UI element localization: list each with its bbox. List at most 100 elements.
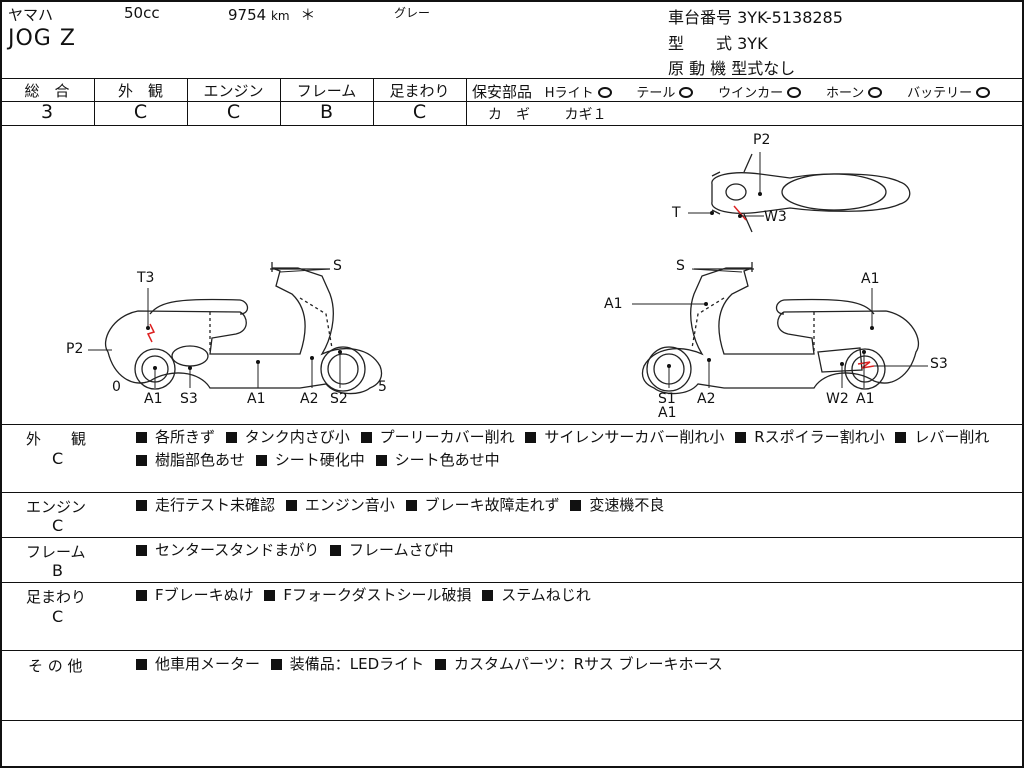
maker: ヤマハ: [8, 6, 54, 24]
divider: [0, 582, 1024, 583]
diagram-label: S: [333, 258, 342, 274]
safety-item: テール: [636, 86, 694, 101]
scooter-top-view: [711, 153, 911, 233]
key-row: カ ギ カギ１: [488, 104, 606, 124]
grade-row-divider: [0, 101, 466, 102]
list-item: シート色あせ中: [375, 451, 500, 469]
seat: [149, 298, 249, 315]
diagram-label: A1: [247, 391, 266, 407]
list-item: プーリーカバー削れ: [360, 428, 515, 446]
section-exterior-grade: C: [52, 449, 64, 468]
mileage: 9754 km ＊: [228, 4, 315, 25]
divider: [466, 78, 467, 125]
diagram-label: W3: [764, 209, 787, 225]
safety-row-divider: [466, 101, 1022, 102]
diagram-label: S: [676, 258, 685, 274]
frame-no-label: 車台番号: [668, 8, 733, 27]
front-hub: [327, 353, 359, 385]
divider: [280, 78, 281, 125]
safety-item: Hライト: [545, 86, 612, 101]
safety-item-label: バッテリー: [907, 86, 973, 101]
body-panel-lines: [691, 297, 815, 354]
list-item: 走行テスト未確認: [136, 496, 275, 514]
list-item: 変速機不良: [570, 496, 664, 514]
damage-mark: [857, 361, 875, 369]
list-item: Fフォークダストシール破損: [264, 586, 471, 604]
diagram-label: A1: [856, 391, 875, 407]
color: グレー: [394, 6, 431, 20]
model-name: JOG Z: [8, 26, 76, 51]
section-frame-title: フレーム: [26, 543, 86, 561]
diagram-label: S2: [330, 391, 348, 407]
section-suspension-grade: C: [52, 607, 64, 626]
grade-frame-label: フレーム: [296, 82, 357, 100]
grade-suspension-value: C: [412, 101, 427, 123]
diagram-label: 5: [378, 379, 387, 395]
damage-diagram: [88, 152, 928, 395]
diagram-label: P2: [66, 341, 84, 357]
list-item: 装備品：LEDライト: [270, 655, 424, 673]
frame-no-value: 3YK-5138285: [737, 8, 843, 27]
list-item: センタースタンドまがり: [136, 541, 319, 559]
section-exterior-title: 外 観: [26, 430, 87, 448]
key-value: カギ１: [564, 107, 607, 123]
grade-total-value: 3: [40, 101, 54, 123]
section-exterior-items: 各所きず タンク内さび小 プーリーカバー削れ サイレンサーカバー削れ小 Rスポイ…: [136, 426, 1016, 472]
divider: [0, 537, 1024, 538]
grade-suspension-label: 足まわり: [389, 82, 450, 100]
ok-circle-icon: [868, 87, 883, 98]
engine-type: 原 動 機 型式なし: [668, 55, 795, 79]
diagram-label: A2: [300, 391, 319, 407]
mileage-value: 9754: [228, 6, 267, 24]
grade-total-label: 総 合: [24, 82, 70, 100]
section-suspension-title: 足まわり: [26, 588, 87, 606]
section-engine-grade: C: [52, 516, 64, 535]
engine-type-label: 原 動 機: [668, 59, 727, 78]
rear-wheel: [844, 348, 886, 390]
scooter-right-side-view: [641, 262, 920, 395]
mileage-mark: ＊: [300, 6, 316, 24]
diagram-label: T3: [137, 270, 155, 286]
grade-exterior-label: 外 観: [117, 82, 163, 100]
front-wheel: [646, 346, 692, 392]
rear-hub: [851, 355, 879, 383]
muffler: [171, 345, 209, 367]
top-seat: [781, 173, 887, 211]
divider: [0, 720, 1024, 721]
model-code-label: 型 式: [668, 34, 733, 53]
list-item: 他車用メーター: [136, 655, 260, 673]
safety-item: バッテリー: [907, 86, 991, 101]
body-panel-lines: [209, 297, 333, 354]
model-code-value: 3YK: [737, 34, 768, 53]
divider: [0, 78, 1024, 79]
diagram-label: S1: [658, 391, 676, 407]
frame-no: 車台番号 3YK-5138285: [668, 4, 843, 28]
list-item: ステムねじれ: [482, 586, 591, 604]
displacement: 50cc: [124, 4, 160, 22]
safety-parts: 保安部品 Hライト テール ウインカー ホーン バッテリー: [472, 81, 991, 102]
divider: [187, 78, 188, 125]
ok-circle-icon: [976, 87, 991, 98]
list-item: 各所きず: [136, 428, 215, 446]
list-item: Fブレーキぬけ: [136, 586, 254, 604]
section-other-title: そ の 他: [28, 657, 83, 675]
top-mirror: [711, 209, 721, 215]
top-handle: [743, 153, 753, 173]
diagram-label: A1: [144, 391, 163, 407]
divider: [373, 78, 374, 125]
safety-item: ホーン: [826, 86, 883, 101]
front-wheel: [320, 346, 366, 392]
diagram-label: W2: [826, 391, 849, 407]
diagram-label: A1: [861, 271, 880, 287]
engine-type-value: 型式なし: [731, 59, 796, 78]
grade-engine-value: C: [226, 101, 241, 123]
list-item: タンク内さび小: [225, 428, 350, 446]
leader-lines: [88, 152, 928, 388]
mileage-unit: km: [270, 9, 290, 23]
list-item: シート硬化中: [255, 451, 365, 469]
scooter-body: [641, 267, 920, 395]
ok-circle-icon: [597, 87, 612, 98]
scooter-body: [104, 267, 383, 395]
scooter-left-side-view: [104, 262, 383, 395]
